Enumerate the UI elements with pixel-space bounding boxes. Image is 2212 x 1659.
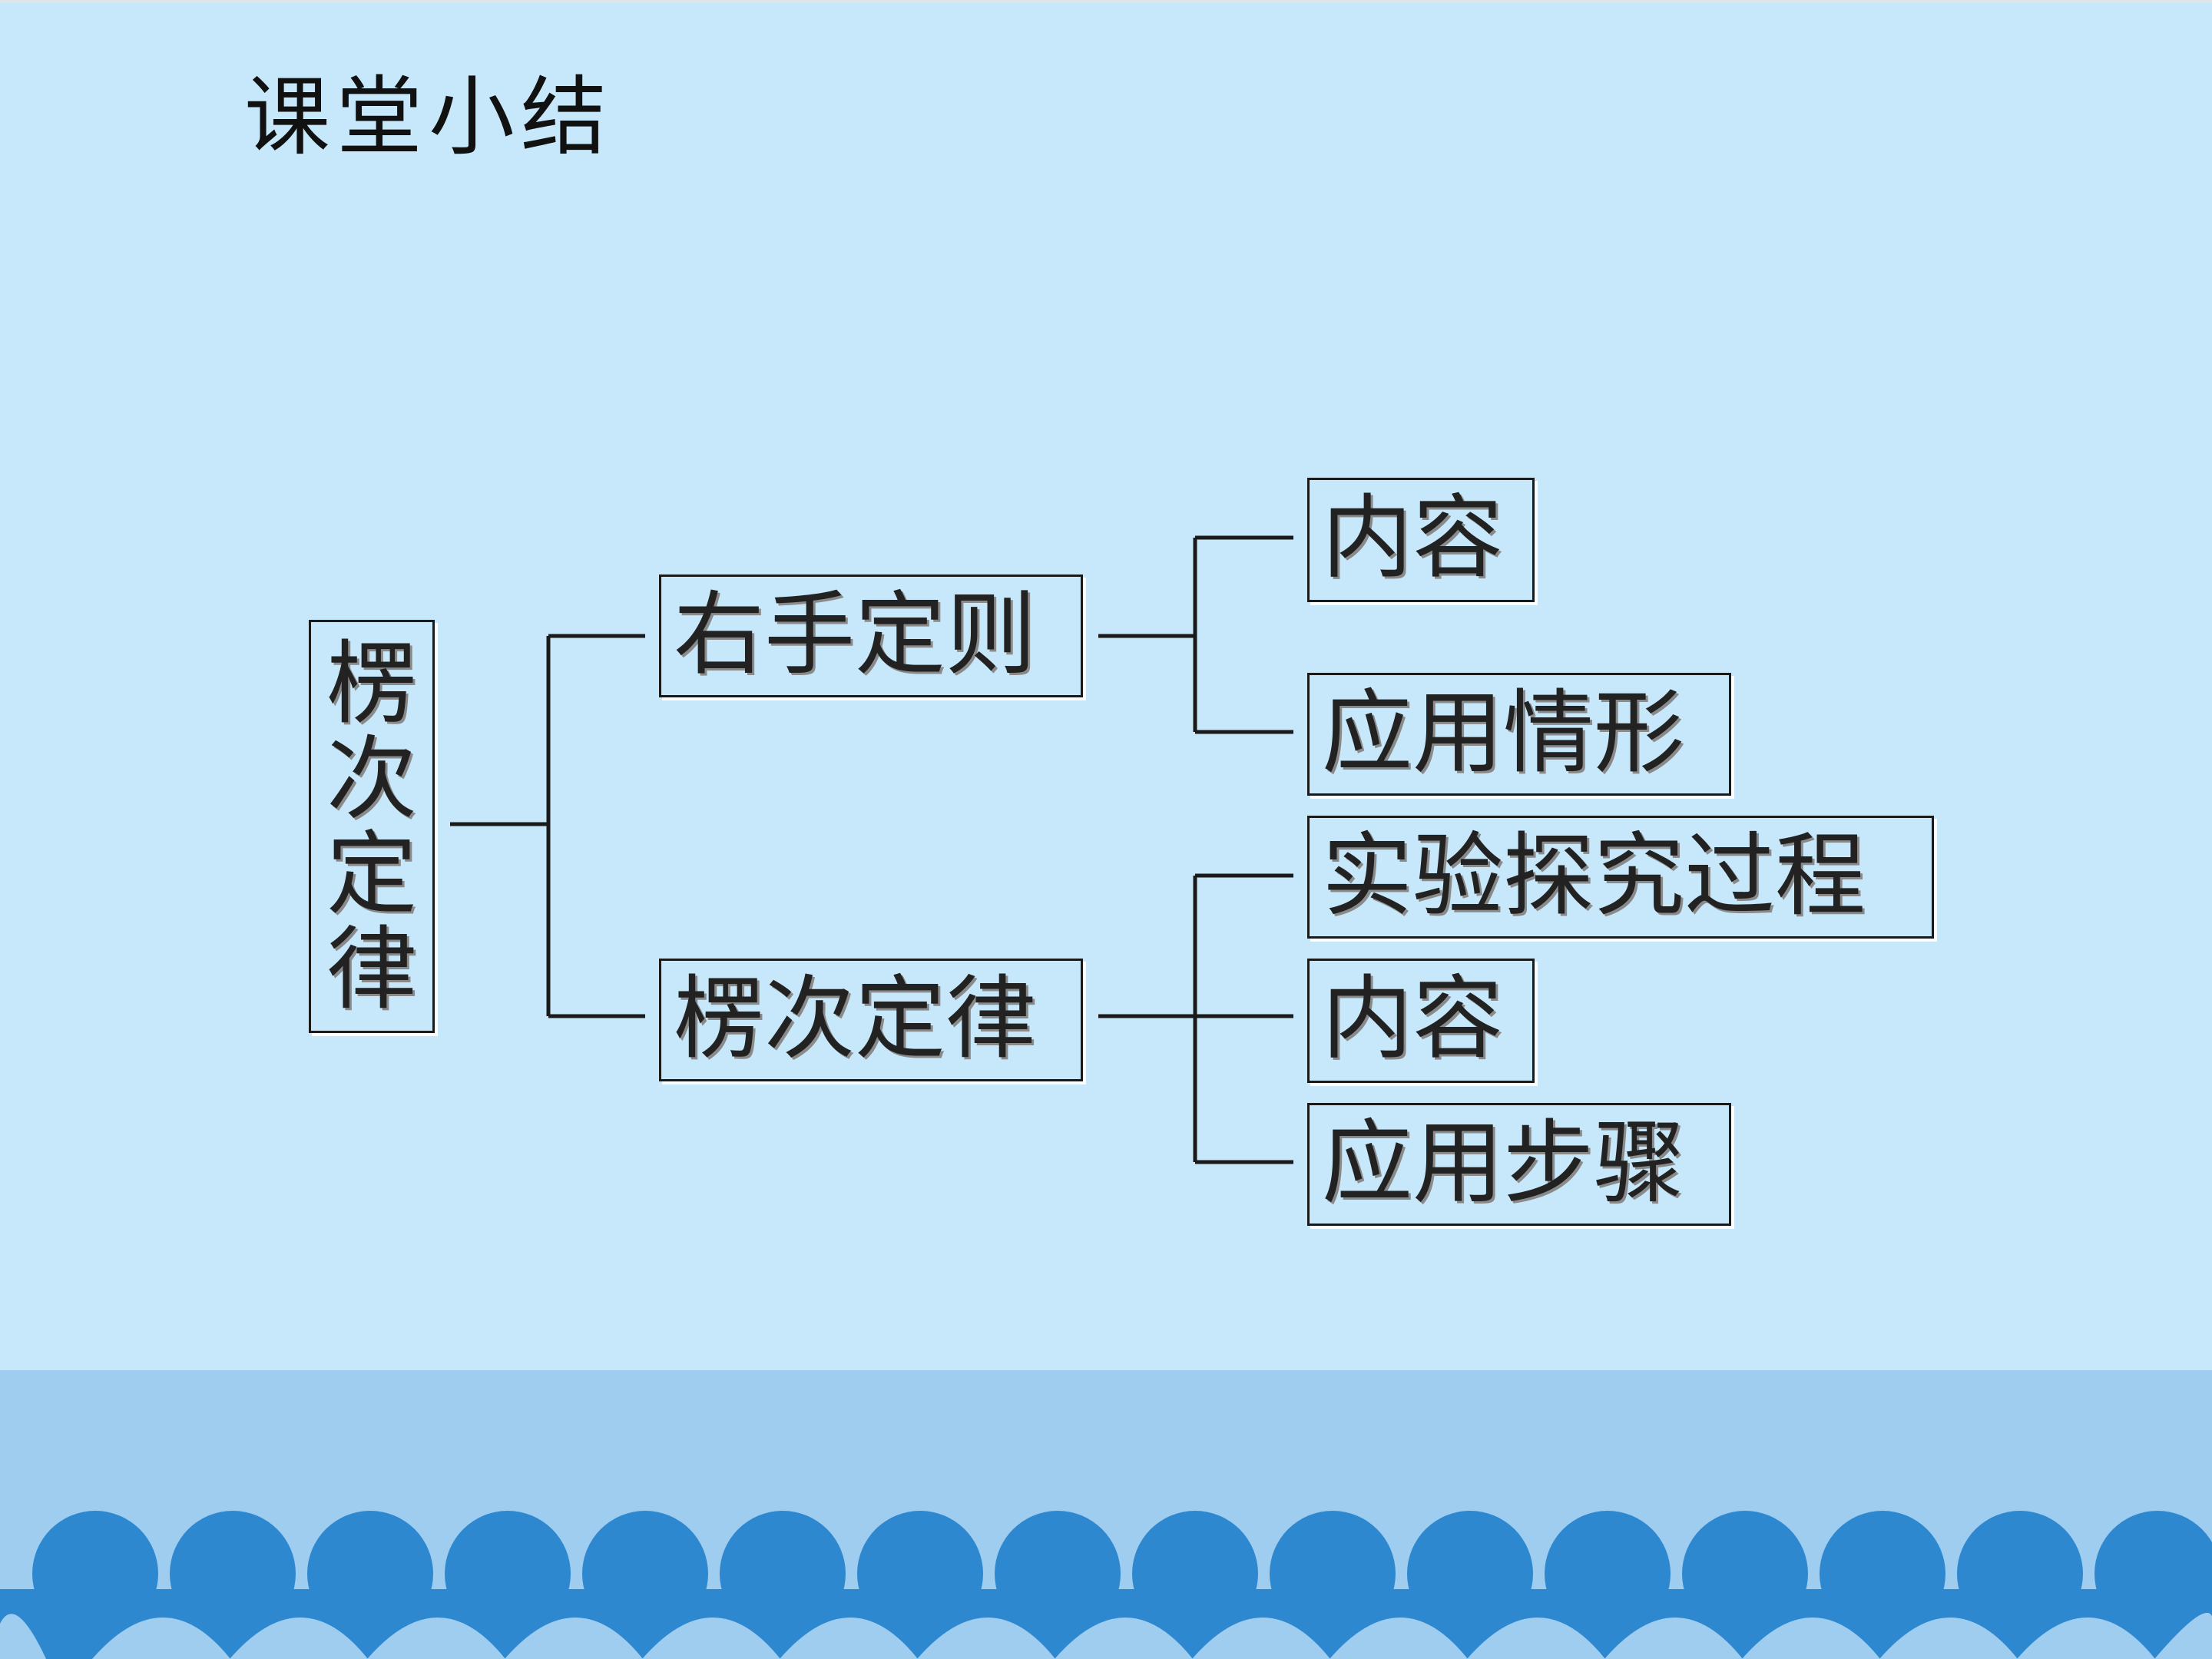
branch-node-lenz-law: 楞次定律 (659, 959, 1083, 1081)
leaf-node-content: 内容 (1307, 478, 1535, 602)
branch-node-right-hand-rule: 右手定则 (659, 575, 1083, 697)
leaf-node-experiment-process: 实验探究过程 (1307, 816, 1934, 939)
root-char: 律 (326, 916, 417, 1022)
slide-title: 课堂小结 (244, 68, 613, 167)
top-border (0, 0, 2212, 3)
wave-decoration (0, 1370, 2212, 1659)
leaf-node-application-steps: 应用步骤 (1307, 1103, 1731, 1226)
root-char: 定 (326, 821, 417, 927)
root-char: 楞 (326, 631, 417, 737)
root-node: 楞 次 定 律 (309, 620, 435, 1033)
root-char: 次 (326, 726, 417, 832)
leaf-node-application-cases: 应用情形 (1307, 673, 1731, 796)
leaf-node-content: 内容 (1307, 959, 1535, 1083)
